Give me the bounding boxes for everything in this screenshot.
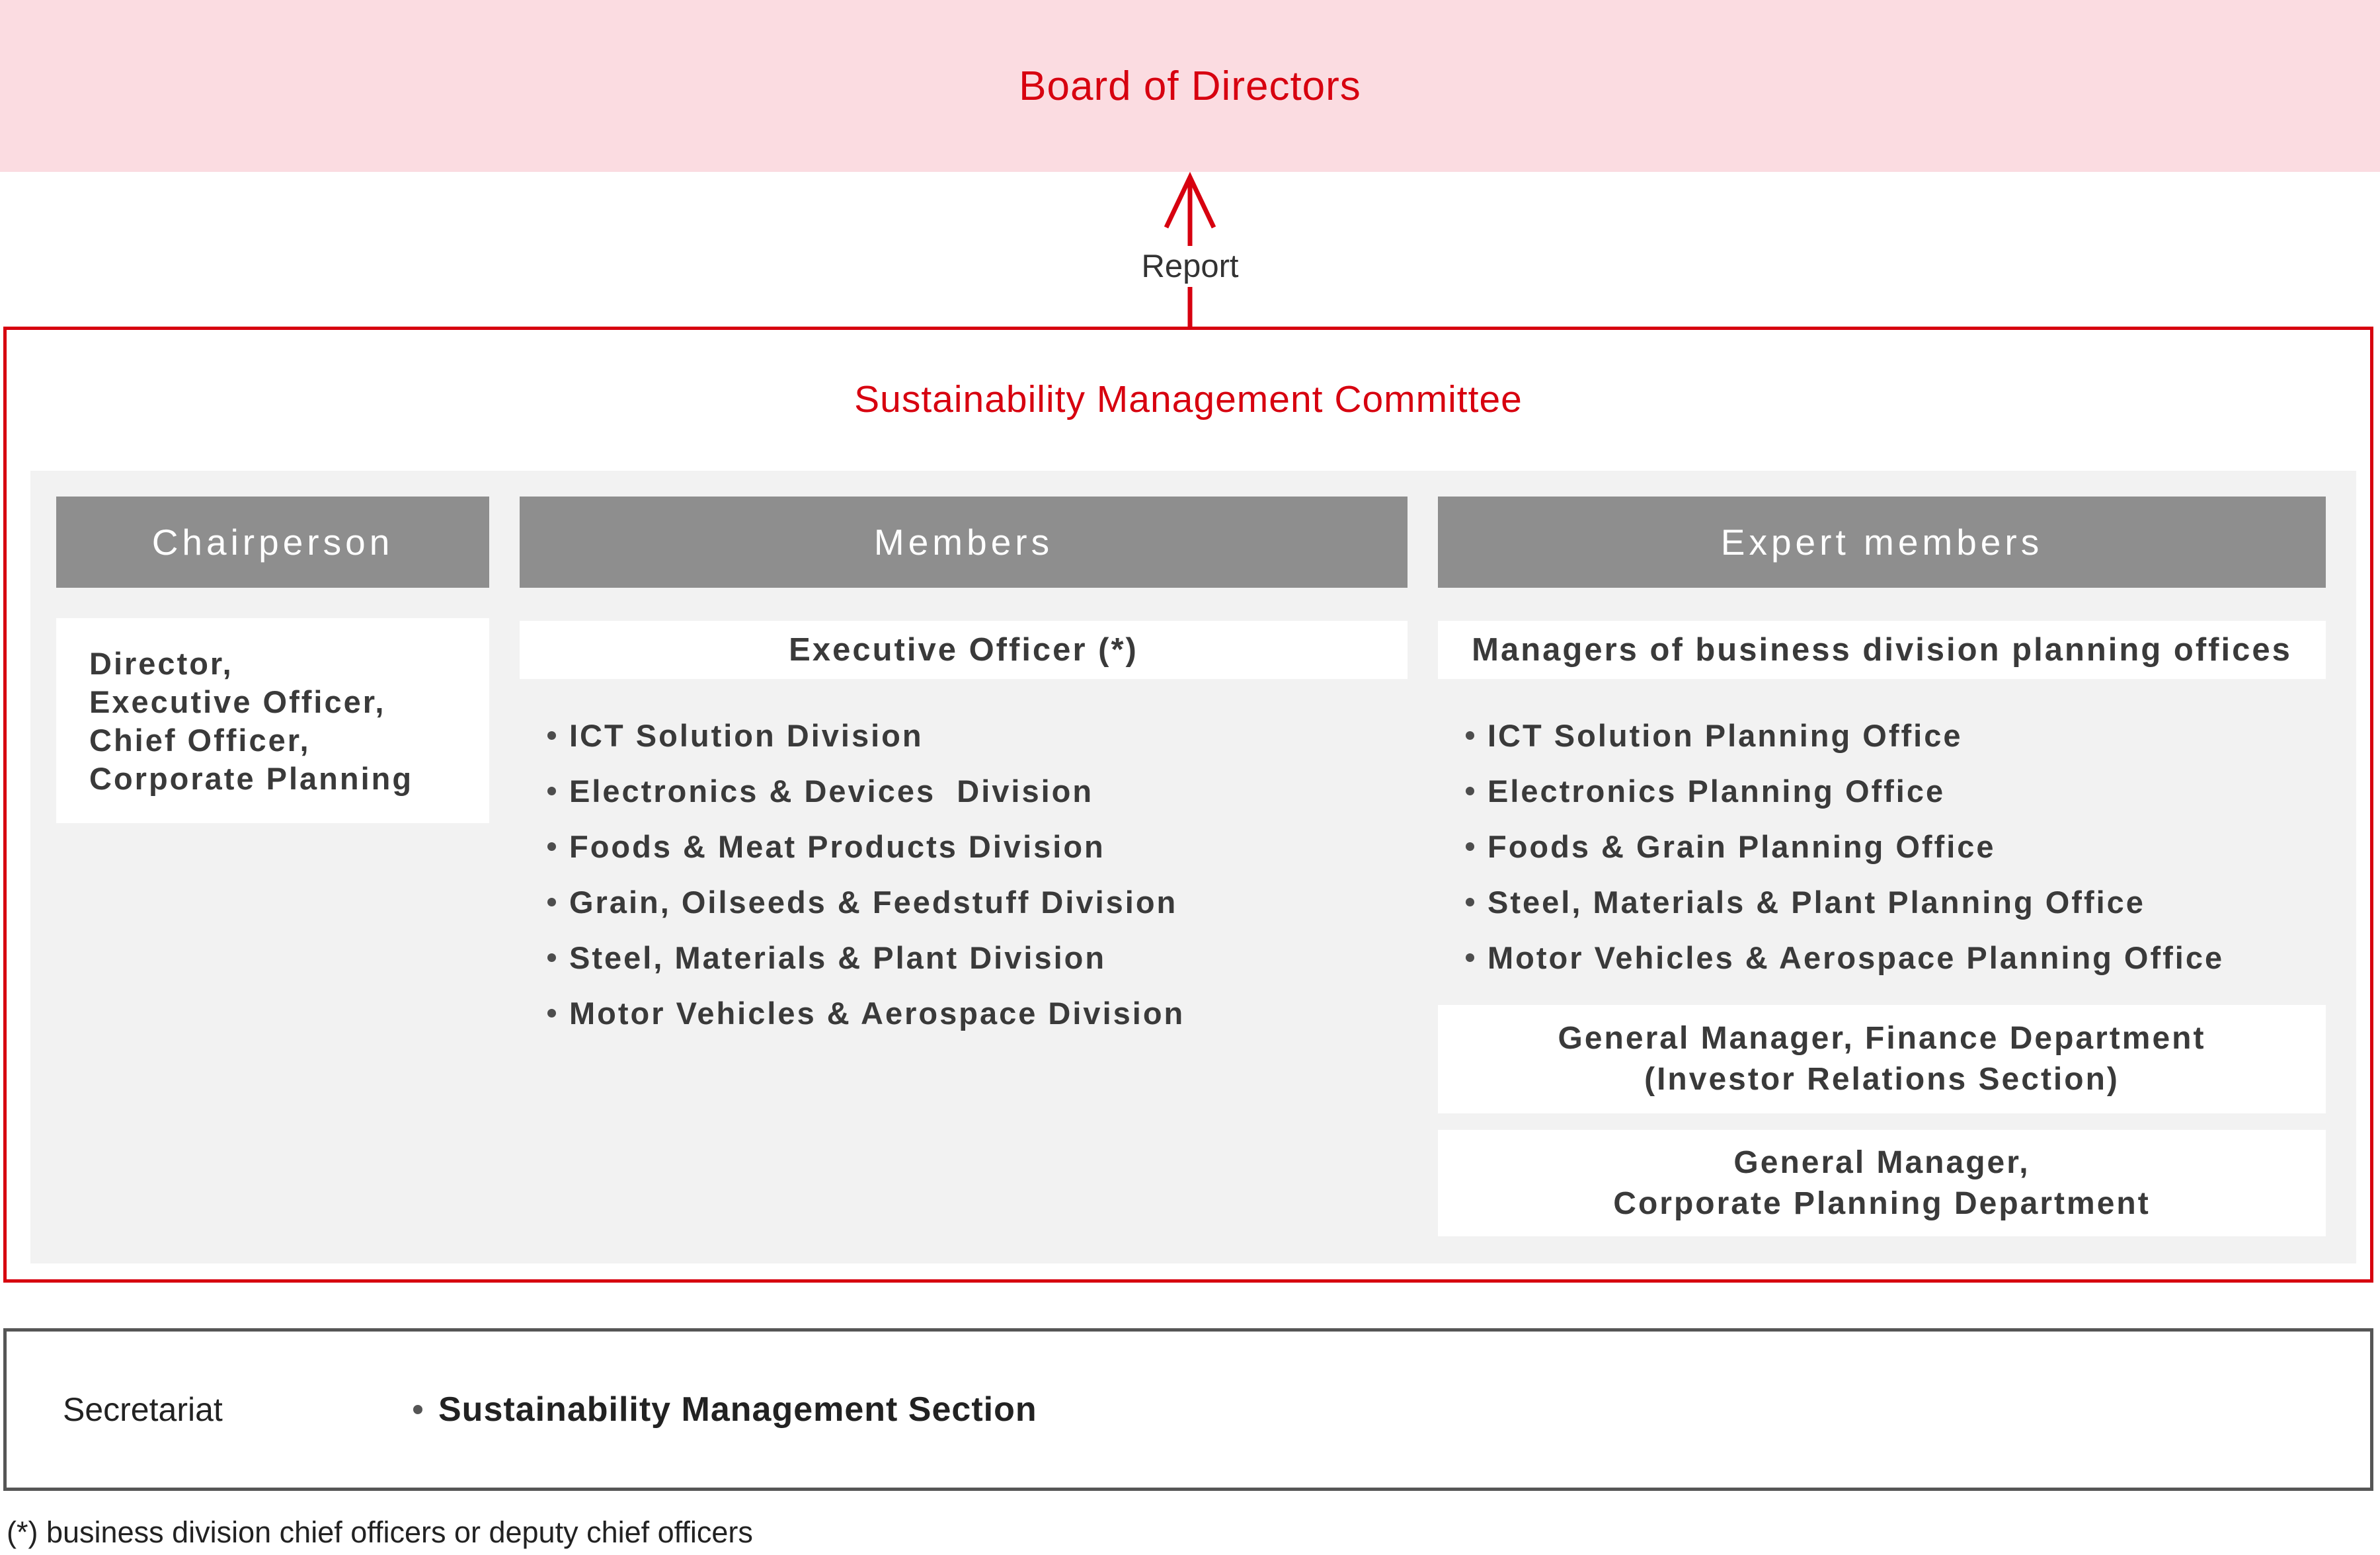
bullet-icon	[1466, 786, 1474, 795]
expert-members-list: ICT Solution Planning Office Electronics…	[1466, 707, 2224, 985]
bullet-icon	[1466, 842, 1474, 851]
expert-members-header: Expert members	[1438, 497, 2326, 588]
bullet-icon	[413, 1405, 422, 1414]
chairperson-role-box: Director, Executive Officer, Chief Offic…	[56, 618, 489, 823]
list-item: Grain, Oilseeds & Feedstuff Division	[547, 874, 1185, 930]
bullet-icon	[547, 953, 556, 962]
list-item: Electronics & Devices Division	[547, 763, 1185, 818]
list-item: Motor Vehicles & Aerospace Planning Offi…	[1466, 930, 2224, 985]
corporate-planning-line: Corporate Planning Department	[1613, 1185, 2151, 1221]
list-item: Motor Vehicles & Aerospace Division	[547, 985, 1185, 1041]
corporate-planning-line: General Manager,	[1733, 1144, 2030, 1180]
bullet-icon	[547, 731, 556, 740]
column-expert-members: Expert members Managers of business divi…	[1438, 471, 2326, 1263]
committee-box: Sustainability Management Committee Chai…	[3, 327, 2373, 1283]
chairperson-header: Chairperson	[56, 497, 489, 588]
secretariat-label: Secretariat	[63, 1391, 223, 1428]
members-header: Members	[520, 497, 1408, 588]
list-item: Steel, Materials & Plant Division	[547, 930, 1185, 985]
expert-members-subheader: Managers of business division planning o…	[1438, 621, 2326, 679]
board-of-directors-banner: Board of Directors	[0, 0, 2380, 172]
chairperson-line: Director,	[89, 646, 233, 681]
secretariat-item: Sustainability Management Section	[413, 1332, 1037, 1488]
bullet-icon	[1466, 897, 1474, 906]
list-item: ICT Solution Division	[547, 707, 1185, 763]
chairperson-line: Executive Officer,	[89, 684, 386, 719]
column-members: Members Executive Officer (*) ICT Soluti…	[520, 471, 1408, 1263]
chairperson-line: Chief Officer,	[89, 723, 311, 758]
finance-box-line: General Manager, Finance Department	[1558, 1021, 2206, 1056]
column-chairperson: Chairperson Director, Executive Officer,…	[56, 471, 489, 1263]
bullet-icon	[547, 786, 556, 795]
chairperson-line: Corporate Planning	[89, 761, 414, 796]
secretariat-item-label: Sustainability Management Section	[438, 1390, 1037, 1429]
bullet-icon	[547, 897, 556, 906]
list-item: Foods & Grain Planning Office	[1466, 818, 2224, 874]
list-item: ICT Solution Planning Office	[1466, 707, 2224, 763]
bullet-icon	[547, 842, 556, 851]
corporate-planning-box: General Manager, Corporate Planning Depa…	[1438, 1130, 2326, 1236]
finance-box-line: (Investor Relations Section)	[1644, 1062, 2120, 1097]
list-item: Foods & Meat Products Division	[547, 818, 1185, 874]
bullet-icon	[1466, 953, 1474, 962]
committee-title: Sustainability Management Committee	[854, 378, 1523, 420]
finance-department-box: General Manager, Finance Department (Inv…	[1438, 1005, 2326, 1113]
members-subheader: Executive Officer (*)	[520, 621, 1408, 679]
members-list: ICT Solution Division Electronics & Devi…	[547, 707, 1185, 1041]
secretariat-box: Secretariat Sustainability Management Se…	[3, 1328, 2373, 1491]
board-of-directors-label: Board of Directors	[1019, 63, 1361, 109]
bullet-icon	[1466, 731, 1474, 740]
footnote: (*) business division chief officers or …	[7, 1515, 753, 1549]
report-label: Report	[1117, 246, 1263, 287]
bullet-icon	[547, 1008, 556, 1017]
list-item: Electronics Planning Office	[1466, 763, 2224, 818]
committee-panel: Chairperson Director, Executive Officer,…	[30, 471, 2356, 1263]
list-item: Steel, Materials & Plant Planning Office	[1466, 874, 2224, 930]
